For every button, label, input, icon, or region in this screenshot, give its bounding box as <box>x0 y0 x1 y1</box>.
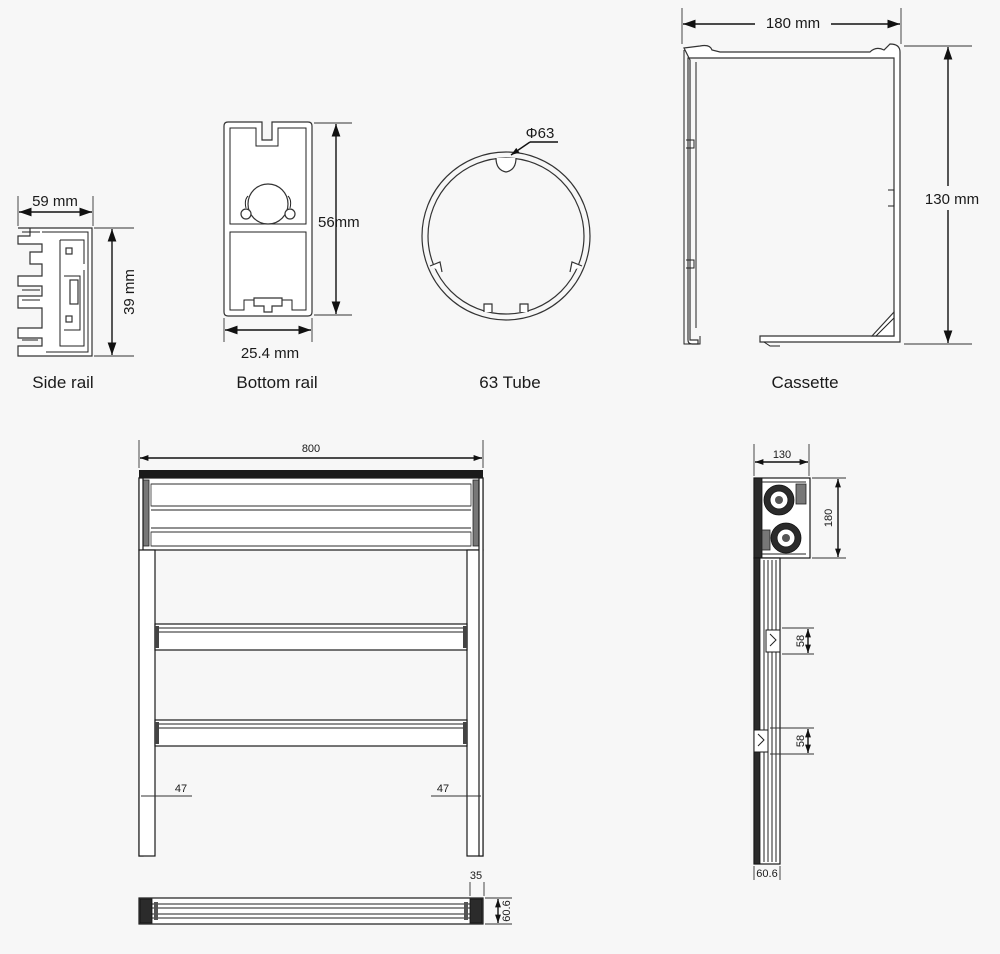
cassette-width-dim: 180 mm <box>766 15 820 32</box>
side-rail-height-dim: 39 mm <box>121 269 138 315</box>
front-view-group: 800 47 47 <box>138 440 484 857</box>
side-view-group: 130 180 58 <box>753 444 846 880</box>
bottom-view-group: 35 60.6 <box>138 870 513 925</box>
front-view-right-leg-dim: 47 <box>437 783 449 795</box>
tube-group: Φ63 63 Tube <box>421 125 591 392</box>
cassette-profile <box>683 43 901 347</box>
tube-diameter-dim: Φ63 <box>526 125 555 142</box>
bottom-rail-width-dim: 25.4 mm <box>241 345 299 362</box>
bottom-rail-group: 56mm 25.4 mm Bottom rail <box>223 121 360 392</box>
side-rail-label: Side rail <box>32 373 93 392</box>
side-view-track <box>753 557 781 865</box>
front-view-left-leg-dim: 47 <box>175 783 187 795</box>
side-view-cassette <box>753 477 811 559</box>
bottom-rail-profile <box>223 121 313 317</box>
front-view-frame <box>138 470 484 857</box>
side-view-cassette-height-dim: 180 <box>823 509 835 527</box>
cassette-label: Cassette <box>771 373 838 392</box>
tube-profile <box>421 151 591 321</box>
front-view-width-dim: 800 <box>302 443 320 455</box>
side-rail-group: 59 mm 39 mm Side rail <box>17 193 138 392</box>
bottom-rail-height-dim: 56mm <box>318 214 360 231</box>
side-view-clip-upper-dim: 58 <box>795 635 807 647</box>
bottom-view-top-dim: 35 <box>470 870 482 882</box>
bottom-rail-label: Bottom rail <box>236 373 317 392</box>
cassette-group: 180 mm 130 mm Cassette <box>681 8 986 392</box>
side-view-bottom-width-dim: 60.6 <box>756 868 777 880</box>
side-rail-profile <box>17 227 93 357</box>
cassette-height-dim: 130 mm <box>925 191 979 208</box>
side-rail-width-dim: 59 mm <box>32 193 78 210</box>
side-view-clip-lower-dim: 58 <box>795 735 807 747</box>
bottom-view-right-dim: 60.6 <box>501 900 513 921</box>
side-view-top-width-dim: 130 <box>773 449 791 461</box>
tube-label: 63 Tube <box>479 373 540 392</box>
